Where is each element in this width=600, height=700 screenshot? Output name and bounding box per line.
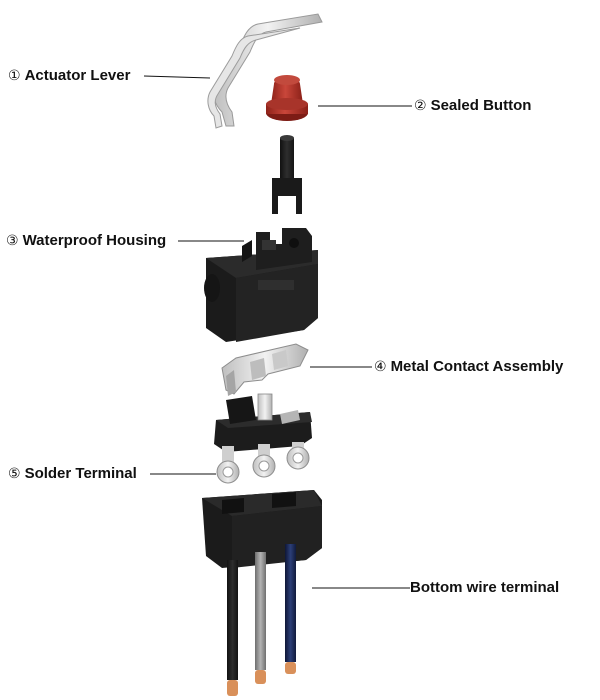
actuator-lever-part [207,13,323,129]
callout-number-3: ③ [6,233,19,249]
callout-number-5: ⑤ [8,466,21,482]
solder-terminal-part [216,442,310,484]
callout-number-1: ① [8,68,21,84]
waterproof-housing-part [204,228,318,342]
bottom-wire-terminal-part [202,490,322,696]
callout-label-sealed-button: Sealed Button [430,97,532,114]
sealed-button-part [266,75,308,121]
contact-base-part [214,393,312,452]
leader-actuator-lever [143,75,211,79]
plunger-part [272,135,302,214]
callout-bottom-wire-terminal: Bottom wire terminal [410,579,559,597]
callout-label-waterproof-housing: Waterproof Housing [22,232,167,249]
callout-label-metal-contact-assembly: Metal Contact Assembly [390,358,564,375]
metal-contact-assembly-part [221,343,309,396]
leader-lines [143,75,412,589]
callout-number-2: ② [414,98,427,114]
callout-number-4: ④ [374,359,387,375]
callout-label-solder-terminal: Solder Terminal [24,465,137,482]
callout-label-actuator-lever: Actuator Lever [24,67,131,84]
callout-label-bottom-wire-terminal: Bottom wire terminal [410,579,560,596]
